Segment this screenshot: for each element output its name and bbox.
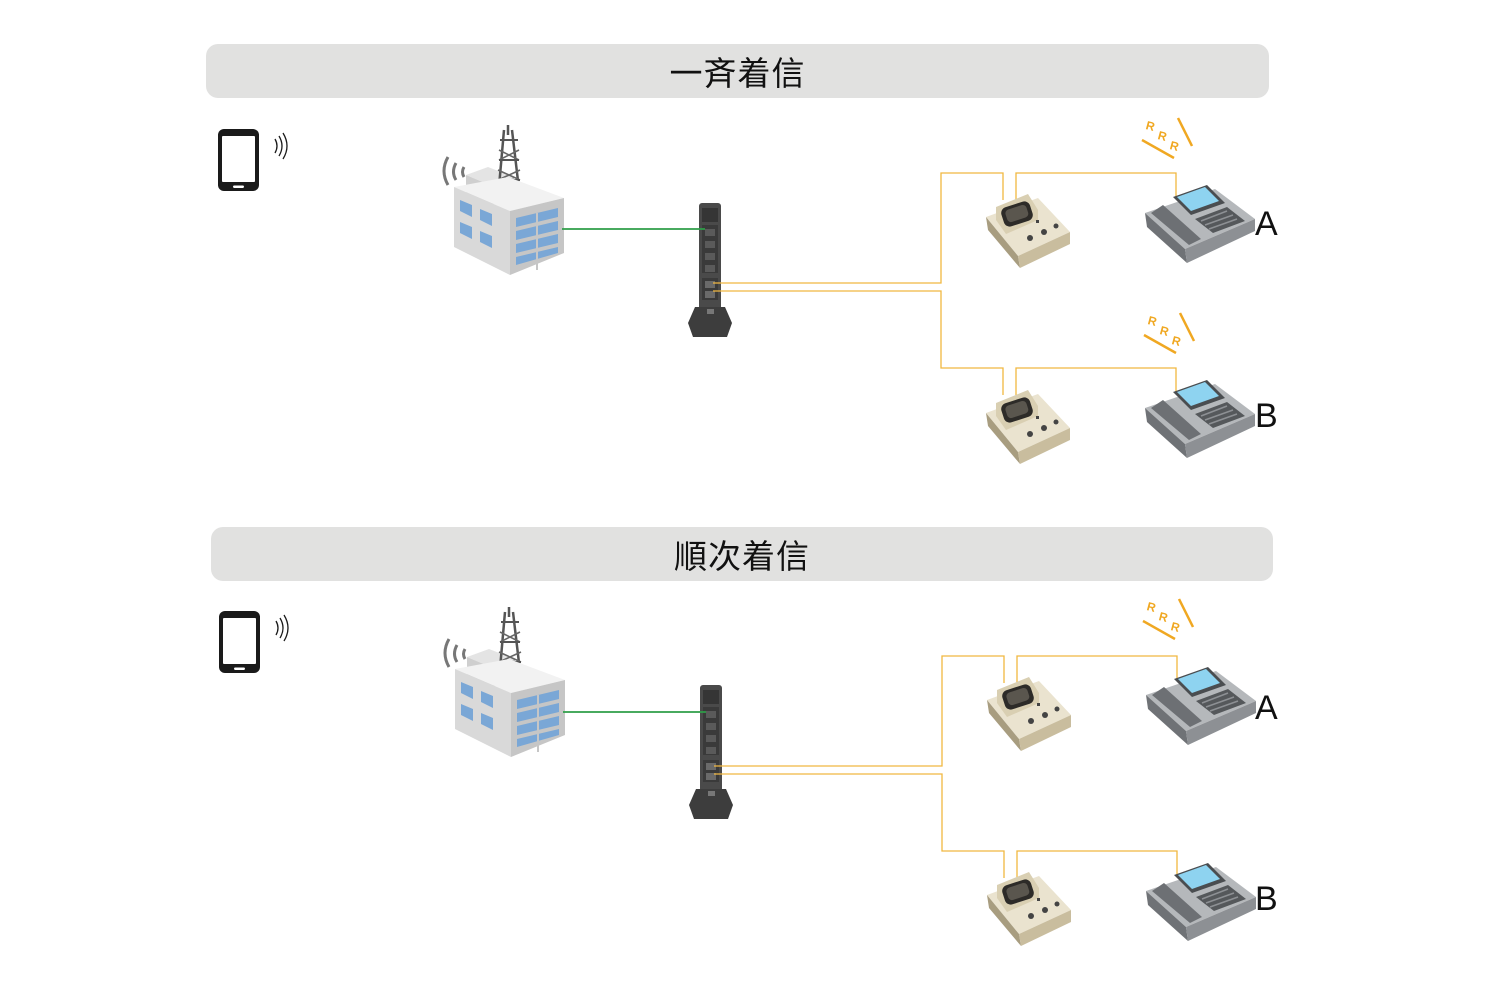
section-title-sequential: 順次着信: [211, 527, 1273, 581]
interphone-icon: [986, 390, 1070, 464]
ringing-icon: [1142, 311, 1196, 355]
section-sequential: [218, 597, 1257, 946]
router-icon: [688, 203, 732, 337]
smartphone-icon: [218, 610, 289, 674]
interphone-icon: [986, 194, 1070, 268]
interphone-icon: [987, 677, 1071, 751]
interphone-icon: [987, 872, 1071, 946]
building-with-antenna-icon: [442, 123, 566, 277]
phone-wiring: [713, 172, 1177, 395]
line-label-b-top: B: [1255, 397, 1278, 435]
section-title-simultaneous: 一斉着信: [206, 44, 1269, 98]
phone-wiring: [714, 655, 1178, 878]
ringing-icon: [1141, 597, 1195, 641]
desk-phone-icon: [1144, 184, 1256, 264]
smartphone-icon: [217, 128, 288, 192]
desk-phone-icon: [1145, 862, 1257, 942]
desk-phone-icon: [1145, 666, 1257, 746]
router-icon: [689, 685, 733, 819]
ringing-icon: [1140, 116, 1194, 160]
section-simultaneous: [217, 116, 1256, 464]
building-with-antenna-icon: [443, 605, 567, 759]
line-label-a-bottom: A: [1255, 689, 1278, 727]
line-label-a-top: A: [1255, 205, 1278, 243]
line-label-b-bottom: B: [1255, 880, 1278, 918]
desk-phone-icon: [1144, 379, 1256, 459]
